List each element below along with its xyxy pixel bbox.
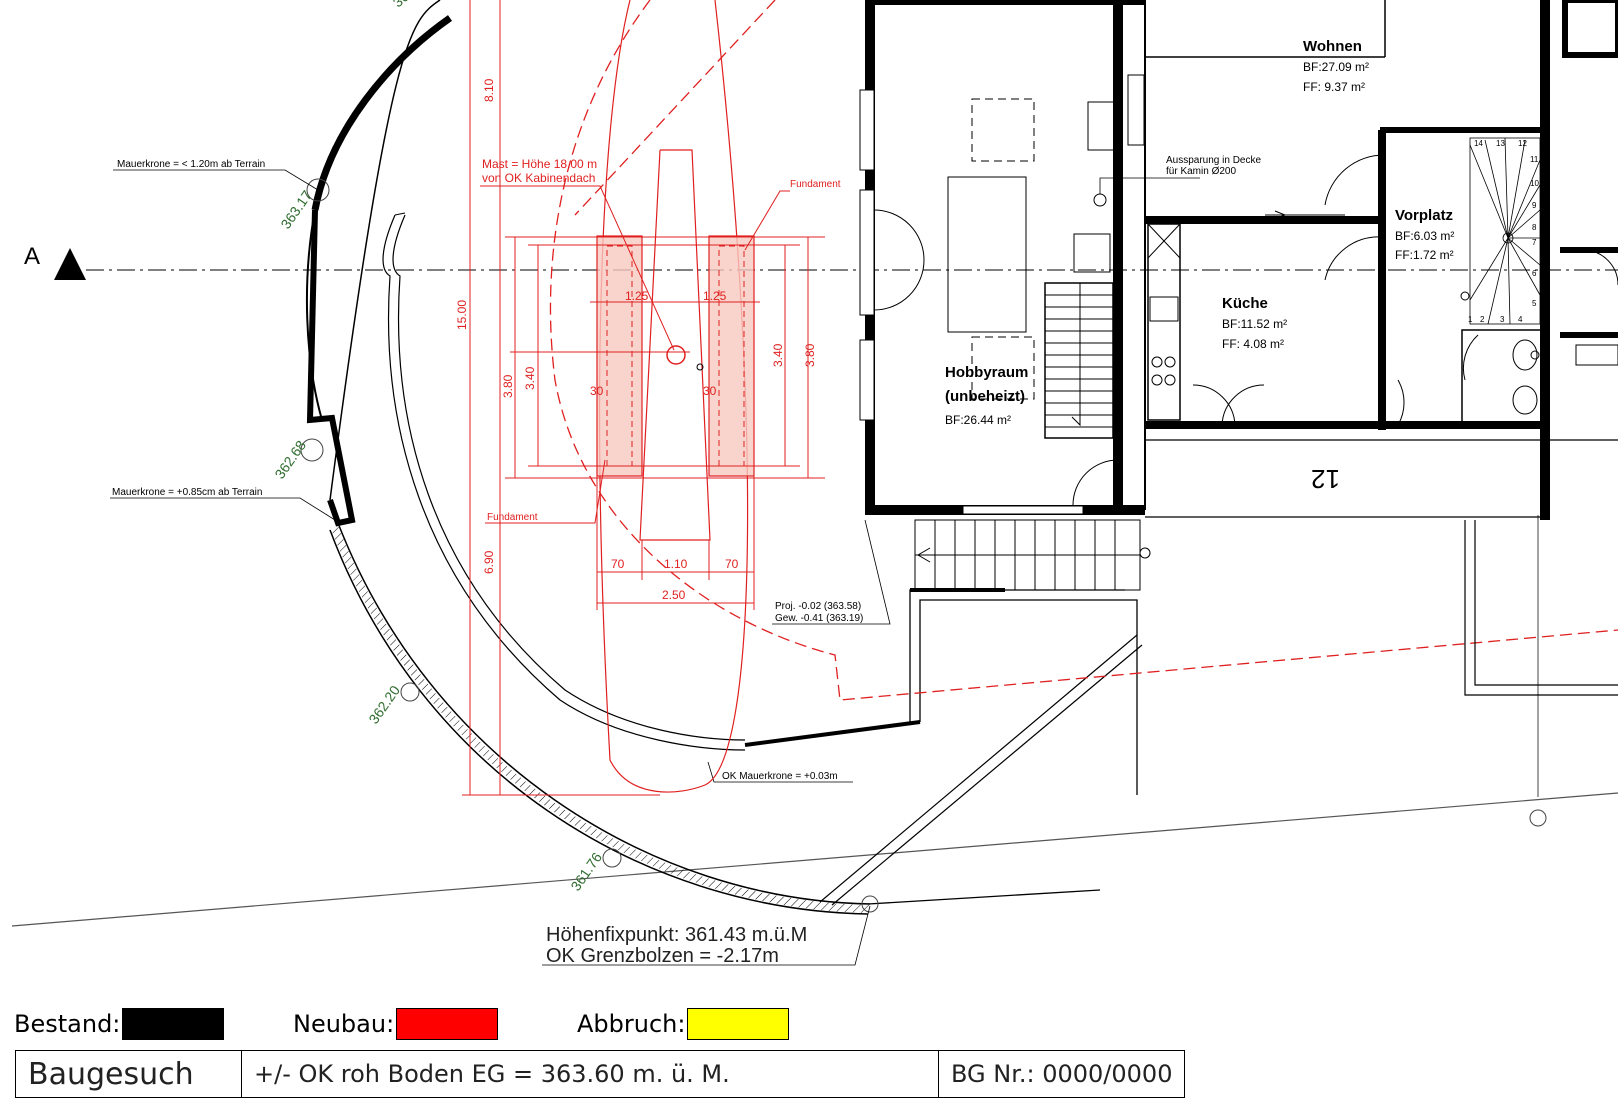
svg-text:1: 1 <box>1468 315 1473 324</box>
legend-neubau-label: Neubau: <box>293 1010 395 1038</box>
room-name-vorplatz: Vorplatz <box>1395 207 1453 224</box>
svg-text:6: 6 <box>1532 269 1537 278</box>
note-fundament-2: Fundament <box>487 512 538 523</box>
dim-380l: 3.80 <box>501 374 515 398</box>
room-labels: Wohnen BF:27.09 m² FF: 9.37 m² Vorplatz … <box>945 38 1454 494</box>
building-existing <box>859 0 1618 696</box>
note-mast-line1: Mast = Höhe 18.00 m <box>482 157 597 171</box>
dim-70a: 70 <box>611 557 625 571</box>
room-ff-wohnen: FF: 9.37 m² <box>1303 80 1365 94</box>
fixpoint-marker-icon <box>861 895 879 913</box>
retaining-wall-existing <box>305 0 1101 915</box>
stair-step-numbers: 14 13 12 11 10 9 8 7 6 5 4 3 2 1 <box>1468 139 1539 324</box>
dim-340l: 3.40 <box>523 366 537 390</box>
legend-bestand-swatch <box>122 1008 225 1040</box>
room-ff-kueche: FF: 4.08 m² <box>1222 337 1284 351</box>
boundary-marker-icon <box>1529 809 1547 827</box>
note-proj: Proj. -0.02 (363.58) <box>775 601 861 612</box>
room-bf-kueche: BF:11.52 m² <box>1222 317 1287 331</box>
svg-text:9: 9 <box>1532 201 1537 210</box>
dim-380r: 3.80 <box>803 343 817 367</box>
room-name-hobbyraum-note: (unbeheizt) <box>945 388 1025 405</box>
dim-125a: 1.25 <box>625 289 649 303</box>
svg-text:4: 4 <box>1518 315 1523 324</box>
title-block-title: Baugesuch <box>16 1051 242 1097</box>
spot-marker-icon <box>602 848 622 868</box>
room-name-wohnen: Wohnen <box>1303 38 1362 55</box>
legend-bestand-label: Bestand: <box>14 1010 121 1038</box>
svg-text:2: 2 <box>1480 315 1485 324</box>
svg-text:12: 12 <box>1518 139 1527 148</box>
note-mauerkrone-mid: Mauerkrone = +0.85cm ab Terrain <box>112 487 262 498</box>
svg-text:3: 3 <box>1500 315 1505 324</box>
section-arrow-icon <box>54 248 86 280</box>
dim-30a: 30 <box>590 384 604 398</box>
room-name-hobbyraum: Hobbyraum <box>945 364 1028 381</box>
svg-text:10: 10 <box>1530 179 1539 188</box>
title-block-bg-nr: BG Nr.: 0000/0000 <box>951 1060 1173 1088</box>
room-name-kueche: Küche <box>1222 295 1268 312</box>
property-boundary <box>11 792 1618 927</box>
legend-abbruch-swatch <box>687 1008 790 1040</box>
dim-110: 1.10 <box>664 557 688 571</box>
svg-text:8: 8 <box>1532 223 1537 232</box>
spot-height: 363.17 <box>277 187 315 231</box>
room-bf-hobbyraum: BF:26.44 m² <box>945 413 1011 427</box>
spot-marker-icon <box>300 438 324 462</box>
note-fixpunkt-line1: Höhenfixpunkt: 361.43 m.ü.M <box>546 924 807 946</box>
dim-810: 8.10 <box>482 78 496 102</box>
legend-bestand: Bestand: <box>14 1008 225 1040</box>
legend-neubau: Neubau: <box>293 1008 499 1040</box>
wall-notes: Mauerkrone = < 1.20m ab Terrain Mauerkro… <box>110 159 891 967</box>
spot-height: 361.76 <box>567 849 605 893</box>
note-gew: Gew. -0.41 (363.19) <box>775 613 863 624</box>
svg-text:5: 5 <box>1532 299 1537 308</box>
svg-text:7: 7 <box>1532 238 1537 247</box>
dim-250: 2.50 <box>662 588 686 602</box>
legend: Bestand: Neubau: Abbruch: <box>0 1008 1618 1048</box>
dim-340r: 3.40 <box>771 343 785 367</box>
note-ok-mauerkrone: OK Mauerkrone = +0.03m <box>722 771 838 782</box>
spot-marker-icon <box>306 178 330 202</box>
svg-text:14: 14 <box>1474 139 1483 148</box>
note-mauerkrone-top: Mauerkrone = < 1.20m ab Terrain <box>117 159 265 170</box>
room-ff-vorplatz: FF:1.72 m² <box>1395 248 1454 262</box>
note-mast-line2: von OK Kabinendach <box>482 171 595 185</box>
legend-abbruch: Abbruch: <box>577 1008 790 1040</box>
note-fundament-1: Fundament <box>790 179 841 190</box>
house-number: 12 <box>1311 464 1340 494</box>
spot-marker-icon <box>400 682 420 702</box>
garden-wall-inner <box>382 212 1143 906</box>
section-axis-a: A <box>24 243 1618 280</box>
note-fixpunkt-line2: OK Grenzbolzen = -2.17m <box>546 945 779 967</box>
legend-neubau-swatch <box>396 1008 499 1040</box>
new-mast-construction <box>462 0 1618 796</box>
svg-text:13: 13 <box>1496 139 1505 148</box>
axis-label: A <box>24 243 40 270</box>
dim-125b: 1.25 <box>703 289 727 303</box>
spot-height: 36 <box>390 0 412 10</box>
title-block: Baugesuch +/- OK roh Boden EG = 363.60 m… <box>15 1050 1185 1098</box>
title-block-level: +/- OK roh Boden EG = 363.60 m. ü. M. <box>242 1051 939 1097</box>
dim-70b: 70 <box>725 557 739 571</box>
note-aussparung-line1: Aussparung in Decke <box>1166 155 1261 166</box>
room-bf-wohnen: BF:27.09 m² <box>1303 60 1369 74</box>
room-bf-vorplatz: BF:6.03 m² <box>1395 229 1454 243</box>
spot-height: 362.20 <box>365 682 403 726</box>
spot-height: 362.68 <box>271 437 309 481</box>
svg-text:11: 11 <box>1530 155 1539 164</box>
dim-30b: 30 <box>703 384 717 398</box>
dim-1500: 15.00 <box>455 300 469 330</box>
dim-690: 6.90 <box>482 550 496 574</box>
note-aussparung-line2: für Kamin Ø200 <box>1166 166 1236 177</box>
legend-abbruch-label: Abbruch: <box>577 1010 686 1038</box>
new-mast-labels: Mast = Höhe 18.00 m von OK Kabinendach F… <box>455 78 841 602</box>
